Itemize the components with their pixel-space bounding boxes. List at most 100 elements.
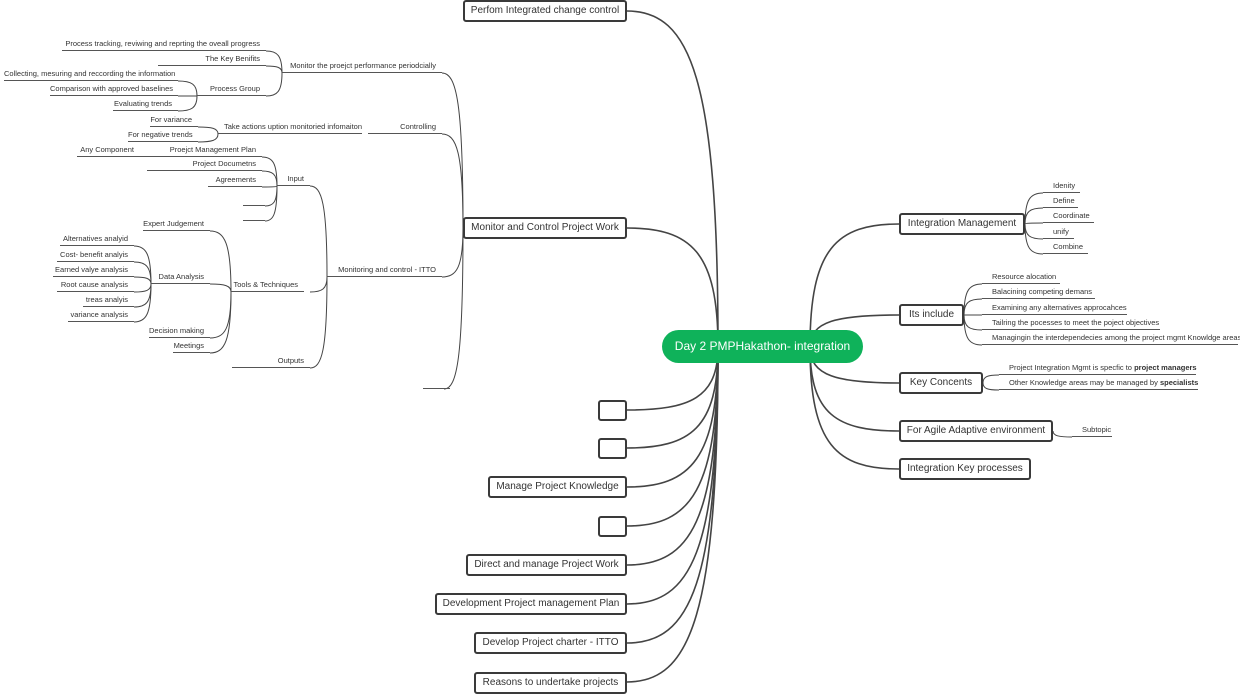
subtopic[interactable]: Earned valye analysis xyxy=(53,265,134,277)
connector xyxy=(626,346,719,605)
connector xyxy=(441,133,464,229)
subtopic[interactable]: Alternatives analyid xyxy=(60,234,134,246)
subtopic-empty[interactable] xyxy=(243,194,265,206)
subtopic[interactable]: treas analyis xyxy=(83,295,134,307)
subtopic[interactable]: Examining any alternatives approcahces xyxy=(982,303,1127,315)
subtopic[interactable]: Input xyxy=(277,174,310,186)
subtopic-text: Project Integration Mgmt is specfic to xyxy=(1009,363,1135,372)
subtopic[interactable]: Monitor the proejct performance periodci… xyxy=(282,61,442,73)
subtopic[interactable]: Balacining competing demans xyxy=(982,287,1095,299)
connector xyxy=(809,223,900,348)
connector xyxy=(626,346,719,683)
subtopic-empty[interactable] xyxy=(243,209,265,221)
topic-direct-manage[interactable]: Direct and manage Project Work xyxy=(466,554,627,576)
connector xyxy=(177,80,198,97)
subtopic[interactable]: Expert Judgement xyxy=(143,219,210,231)
subtopic[interactable]: Combine xyxy=(1043,242,1088,254)
subtopic[interactable]: Project Integration Mgmt is specfic to p… xyxy=(999,363,1197,375)
subtopic-bold-text: specialists xyxy=(1159,378,1199,387)
connector xyxy=(309,185,328,278)
subtopic[interactable]: Cost- benefit analyis xyxy=(57,250,134,262)
subtopic[interactable]: Monitoring and control - ITTO xyxy=(327,265,442,277)
subtopic[interactable]: For negative trends xyxy=(128,130,198,142)
connector xyxy=(197,133,219,143)
topic-its-include[interactable]: Its include xyxy=(899,304,964,326)
subtopic[interactable]: Controlling xyxy=(368,122,442,134)
connector xyxy=(133,283,152,293)
connector xyxy=(1024,222,1044,225)
subtopic[interactable]: Project Documetns xyxy=(147,159,262,171)
connector xyxy=(133,283,152,308)
subtopic[interactable]: Coordinate xyxy=(1043,211,1094,223)
connector xyxy=(209,230,232,293)
connector xyxy=(963,314,983,331)
subtopic[interactable]: Take actions uption monitoried infomaito… xyxy=(218,122,362,134)
topic-monitor-control[interactable]: Monitor and Control Project Work xyxy=(463,217,627,239)
connector xyxy=(261,170,278,187)
subtopic[interactable]: For variance xyxy=(150,115,198,127)
connector xyxy=(963,314,983,346)
subtopic[interactable]: Subtopic xyxy=(1072,425,1112,437)
connector xyxy=(982,382,1000,391)
topic-agile[interactable]: For Agile Adaptive environment xyxy=(899,420,1053,442)
topic-key-concents[interactable]: Key Concents xyxy=(899,372,983,394)
subtopic[interactable]: Outputs xyxy=(232,356,310,368)
connector xyxy=(963,298,983,316)
subtopic[interactable]: Idenity xyxy=(1043,181,1080,193)
subtopic[interactable]: Resource alocation xyxy=(982,272,1060,284)
connector xyxy=(1024,223,1044,255)
subtopic-empty[interactable] xyxy=(423,377,450,389)
connector xyxy=(441,72,464,229)
connector xyxy=(1024,207,1044,225)
subtopic[interactable]: Data Analysis xyxy=(151,272,210,284)
connector xyxy=(265,65,283,74)
subtopic[interactable]: Collecting, mesuring and reccording the … xyxy=(4,69,178,81)
subtopic-bold-text: project managers xyxy=(1134,363,1197,372)
connector xyxy=(133,261,152,285)
subtopic[interactable]: Evaluating trends xyxy=(113,99,178,111)
subtopic[interactable]: Decision making xyxy=(149,326,210,338)
topic-empty[interactable] xyxy=(598,438,627,459)
connector xyxy=(209,291,232,339)
topic-change-control[interactable]: Perfom Integrated change control xyxy=(463,0,627,22)
connector xyxy=(209,283,232,293)
subtopic[interactable]: Proejct Management Plan xyxy=(140,145,262,157)
subtopic[interactable]: Agreements xyxy=(208,175,262,187)
subtopic[interactable]: Any Component xyxy=(77,145,140,157)
central-topic[interactable]: Day 2 PMPHakathon- integration xyxy=(662,330,863,363)
subtopic[interactable]: Tools & Techniques xyxy=(231,280,304,292)
subtopic[interactable]: Meetings xyxy=(173,341,210,353)
subtopic[interactable]: variance analysis xyxy=(68,310,134,322)
topic-integration-management[interactable]: Integration Management xyxy=(899,213,1025,235)
subtopic[interactable]: unify xyxy=(1043,227,1074,239)
subtopic[interactable]: Process Group xyxy=(197,84,266,96)
topic-empty[interactable] xyxy=(598,516,627,537)
subtopic[interactable]: Tailring the pocesses to meet the poject… xyxy=(982,318,1160,330)
connector xyxy=(265,72,283,97)
connector xyxy=(177,95,198,112)
connector xyxy=(1024,223,1044,240)
topic-key-processes[interactable]: Integration Key processes xyxy=(899,458,1031,480)
topic-manage-knowledge[interactable]: Manage Project Knowledge xyxy=(488,476,627,498)
topic-development-plan[interactable]: Development Project management Plan xyxy=(435,593,627,615)
connector xyxy=(133,283,152,323)
subtopic[interactable]: Define xyxy=(1043,196,1078,208)
connector xyxy=(133,276,152,285)
connector xyxy=(133,245,152,285)
subtopic[interactable]: Process tracking, reviwing and reprting … xyxy=(62,39,266,51)
connector xyxy=(209,291,232,354)
connector xyxy=(197,126,219,135)
subtopic[interactable]: Other Knowledge areas may be managed by … xyxy=(999,378,1198,390)
connector xyxy=(443,227,464,390)
subtopic-text: Other Knowledge areas may be managed by xyxy=(1009,378,1160,387)
topic-reasons[interactable]: Reasons to undertake projects xyxy=(474,672,627,694)
subtopic[interactable]: Comparison with approved baselines xyxy=(50,84,178,96)
topic-project-charter[interactable]: Develop Project charter - ITTO xyxy=(474,632,627,654)
subtopic[interactable]: The Key Benifits xyxy=(158,54,266,66)
subtopic[interactable]: Managingin the interdependecies among th… xyxy=(982,333,1240,345)
connector xyxy=(626,346,719,566)
subtopic[interactable]: Root cause analysis xyxy=(57,280,134,292)
connector xyxy=(265,50,283,74)
topic-empty[interactable] xyxy=(598,400,627,421)
connector xyxy=(264,185,278,207)
